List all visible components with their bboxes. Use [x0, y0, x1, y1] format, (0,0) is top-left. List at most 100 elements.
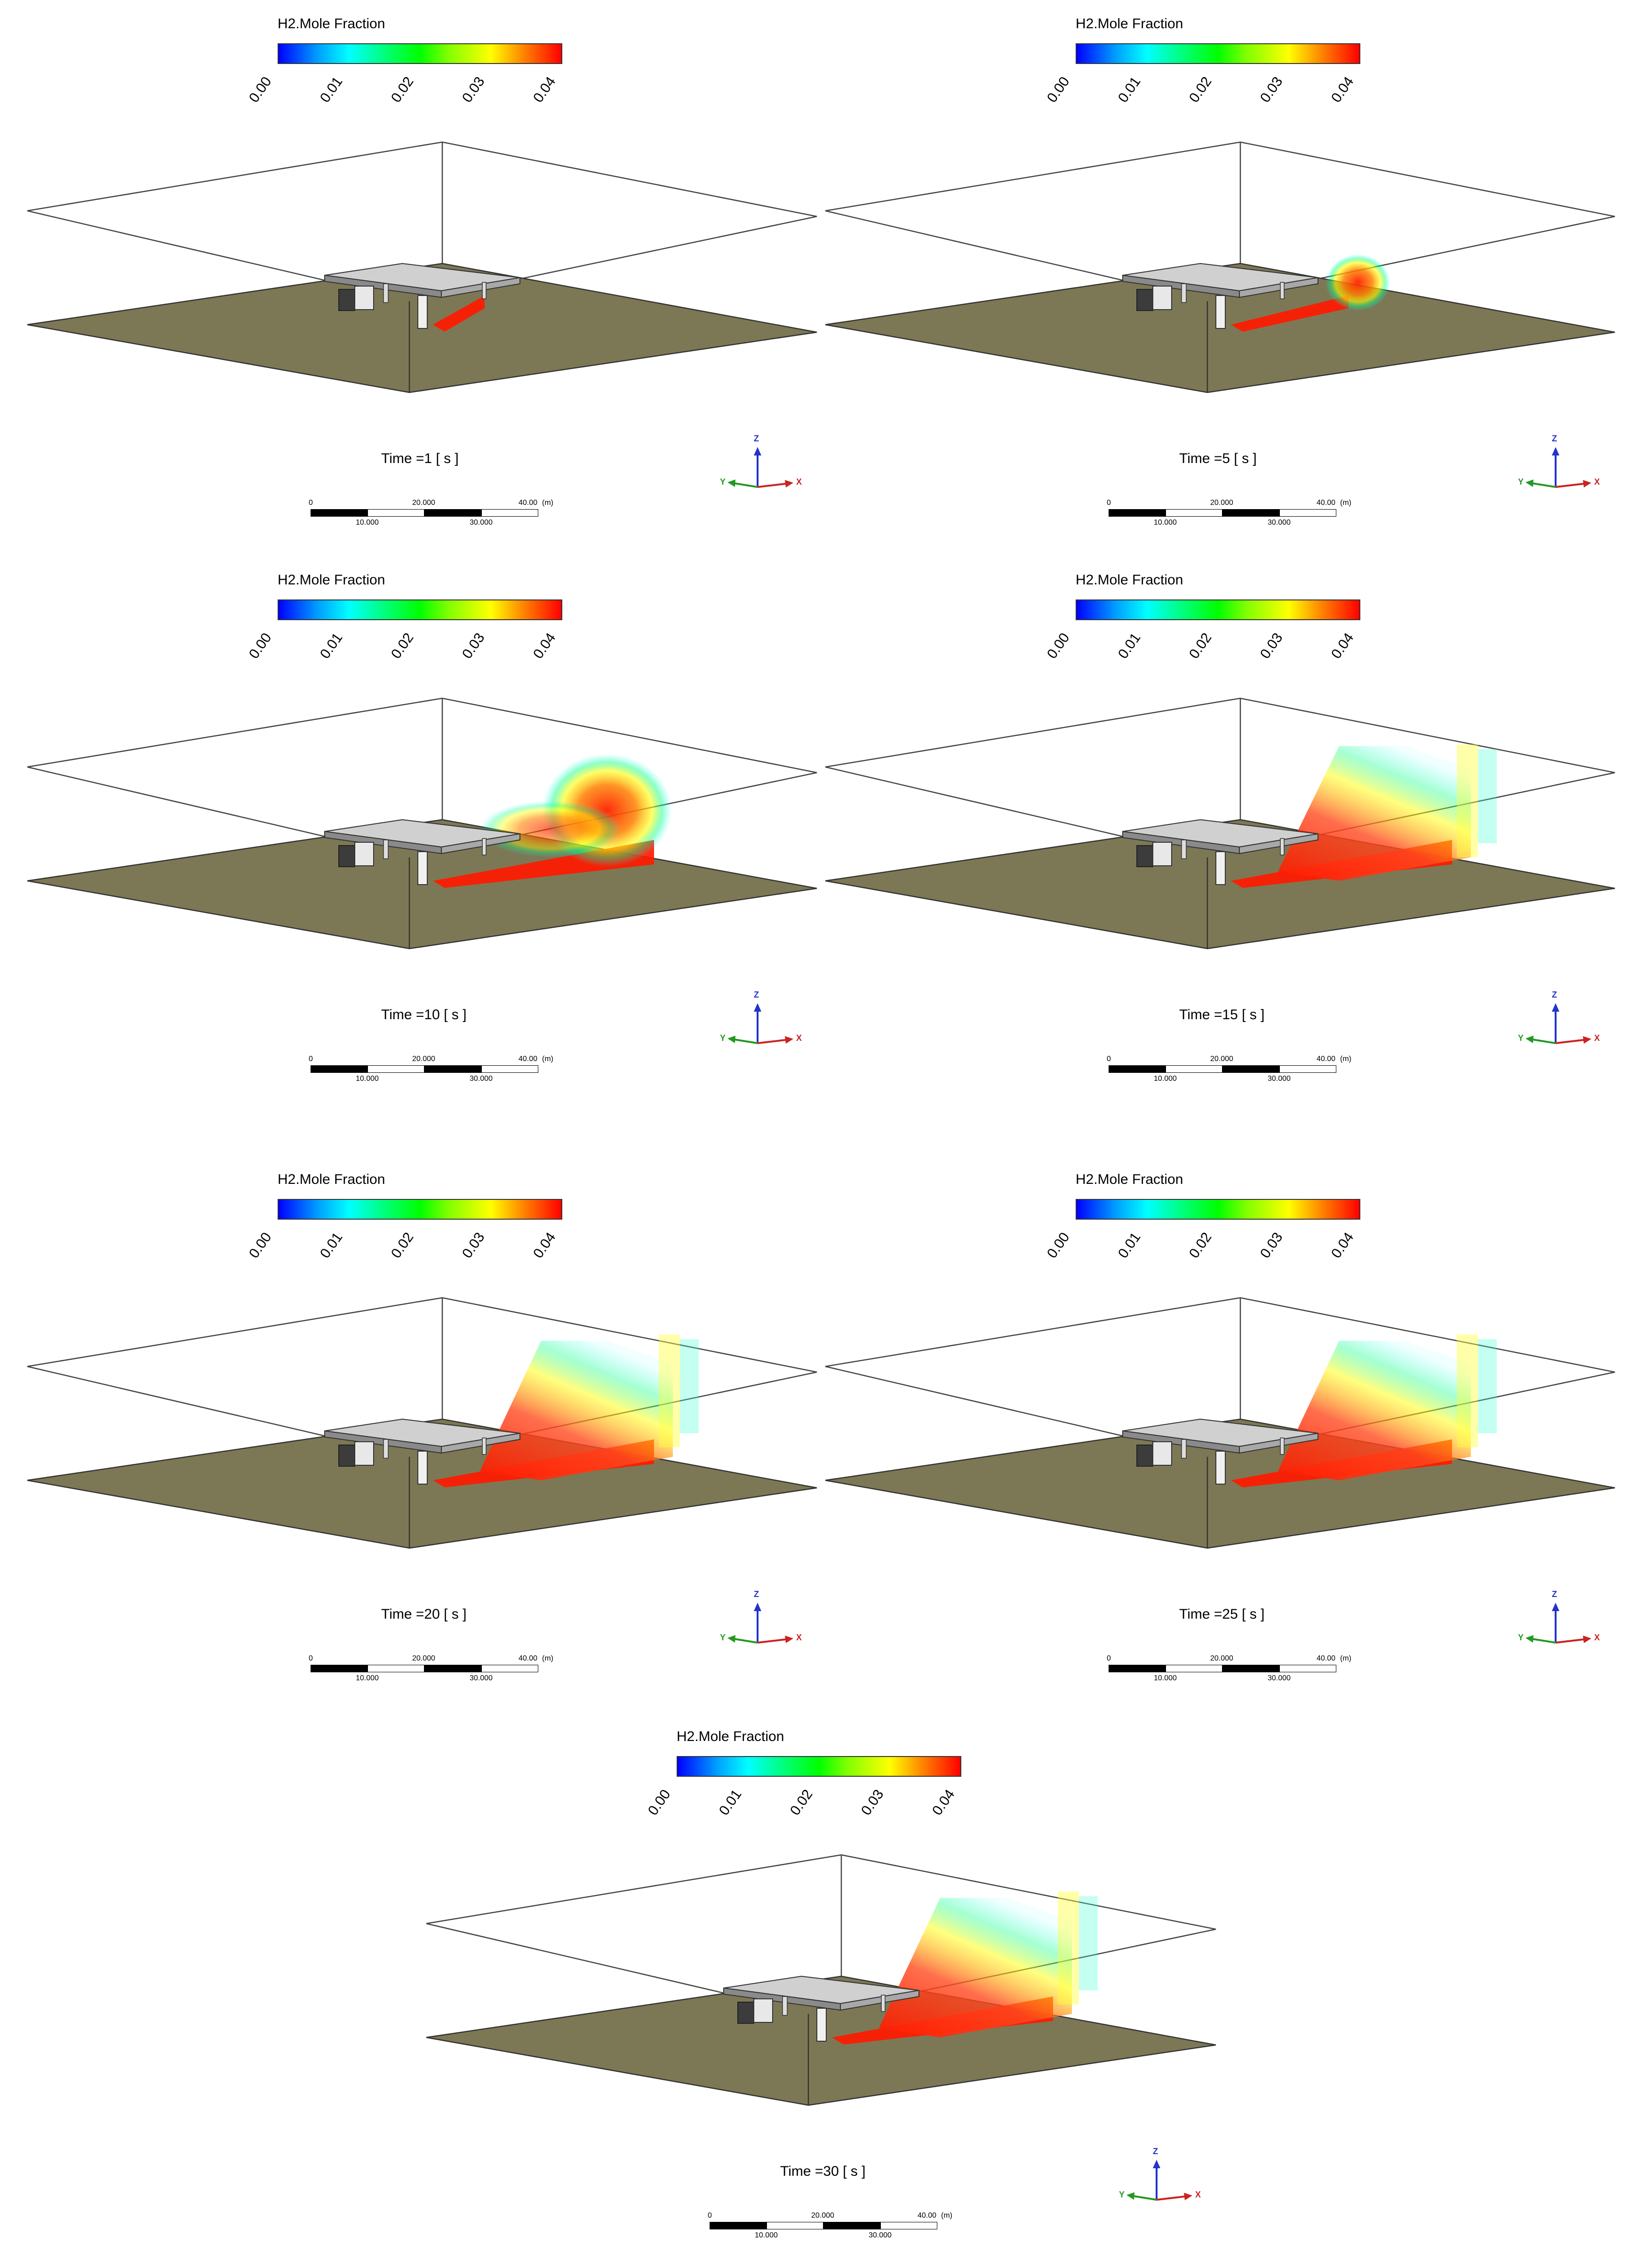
scale-label: 10.000: [755, 2231, 778, 2239]
triad-x-label: X: [1594, 1633, 1600, 1642]
simulation-panel: H2.Mole Fraction 0.00 0.01 0.02 0.03 0.0…: [798, 556, 1621, 1111]
plume-cloud-trail: [480, 801, 621, 857]
triad-x-label: X: [796, 1633, 802, 1642]
triad-x-label: X: [1594, 477, 1600, 487]
station-canopy: [1122, 819, 1318, 885]
triad-y-label: Y: [1518, 477, 1524, 487]
time-label: Time =10 [ s ]: [381, 1007, 467, 1022]
axis-triad: [727, 1003, 793, 1044]
scale-label: 20.000: [412, 1055, 435, 1063]
scale-label: 0: [1107, 499, 1111, 507]
triad-z-label: Z: [1153, 2147, 1158, 2156]
axis-triad: [727, 447, 793, 488]
plume-slice: [1478, 749, 1497, 843]
scale-bar: [311, 1665, 538, 1672]
simulation-panel: H2.Mole Fraction 0.00 0.01 0.02 0.03 0.0…: [798, 1156, 1621, 1711]
triad-z-label: Z: [754, 1589, 759, 1599]
colorbar-title: H2.Mole Fraction: [278, 1172, 385, 1187]
scale-label: 10.000: [356, 1674, 379, 1682]
station-canopy: [723, 1975, 919, 2042]
scale-bar: [710, 2222, 937, 2229]
scale-bar: [1109, 509, 1336, 517]
colorbar-gradient: [278, 43, 562, 64]
scale-label: 10.000: [356, 1075, 379, 1083]
domain-top-outline: [825, 1297, 1615, 1458]
plume-cloud: [1326, 254, 1390, 311]
hydrogen-plume: [1231, 1334, 1497, 1487]
scale-label: 40.00: [519, 499, 538, 507]
plume-ground-sheet: [1231, 295, 1349, 332]
simulation-panel: H2.Mole Fraction 0.00 0.01 0.02 0.03 0.0…: [798, 0, 1621, 555]
triad-y-label: Y: [1518, 1033, 1524, 1043]
scene-view: [27, 141, 817, 488]
scale-label: 40.00: [519, 1055, 538, 1063]
scale-label: 0: [309, 1654, 313, 1662]
hydrogen-plume: [1231, 744, 1497, 888]
scale-label: 10.000: [1154, 1075, 1177, 1083]
colorbar-title: H2.Mole Fraction: [278, 16, 385, 32]
triad-y-label: Y: [720, 1633, 726, 1642]
scale-label: (m): [1340, 499, 1351, 507]
colorbar-title: H2.Mole Fraction: [677, 1729, 784, 1744]
plume-vertical-sheet: [879, 1898, 1072, 2037]
scale-label: 20.000: [1210, 1654, 1233, 1662]
colorbar-gradient: [677, 1756, 961, 1777]
scale-bar: [311, 509, 538, 517]
plume-slice: [680, 1339, 699, 1433]
scale-label: 40.00: [1317, 1055, 1336, 1063]
triad-x-label: X: [1195, 2190, 1201, 2199]
scale-label: 30.000: [470, 1075, 493, 1083]
scale-label: 10.000: [1154, 519, 1177, 527]
domain-top-outline: [27, 697, 817, 858]
station-canopy: [324, 263, 520, 329]
axis-triad: [1525, 1003, 1591, 1044]
plume-vertical-sheet: [1278, 746, 1471, 881]
scale-bar: [311, 1065, 538, 1073]
colorbar-gradient: [278, 1199, 562, 1220]
scale-label: 20.000: [1210, 499, 1233, 507]
colorbar-title: H2.Mole Fraction: [1076, 16, 1183, 32]
scale-label: 10.000: [356, 519, 379, 527]
station-canopy: [324, 1418, 520, 1485]
triad-x-label: X: [796, 1033, 802, 1043]
time-label: Time =5 [ s ]: [1179, 451, 1257, 466]
plume-vertical-sheet: [1278, 1341, 1471, 1480]
colorbar-gradient: [278, 599, 562, 620]
scale-label: 30.000: [869, 2231, 892, 2239]
plume-slice: [1457, 1334, 1478, 1447]
scene-view: [825, 697, 1615, 1044]
axis-triad: [727, 1603, 793, 1644]
plume-slice: [659, 1334, 680, 1447]
scale-label: (m): [1340, 1055, 1351, 1063]
scale-label: 40.00: [918, 2212, 937, 2220]
scale-label: 0: [708, 2212, 712, 2220]
plume-slice: [1058, 1892, 1079, 2004]
domain-top-outline: [27, 1297, 817, 1458]
scale-label: 30.000: [1268, 519, 1291, 527]
scene-view: [825, 1297, 1615, 1644]
scale-bar: [1109, 1065, 1336, 1073]
triad-y-label: Y: [720, 1033, 726, 1043]
triad-x-label: X: [796, 477, 802, 487]
domain-top-outline: [426, 1854, 1216, 2015]
scale-label: 0: [309, 1055, 313, 1063]
station-canopy: [1122, 1418, 1318, 1485]
scene-view: [27, 697, 817, 1044]
scale-label: 30.000: [470, 1674, 493, 1682]
time-label: Time =25 [ s ]: [1179, 1606, 1265, 1622]
scale-label: 0: [1107, 1654, 1111, 1662]
plume-slice: [1079, 1896, 1098, 1990]
scale-label: 30.000: [470, 519, 493, 527]
scale-label: 40.00: [519, 1654, 538, 1662]
domain-top-outline: [825, 141, 1615, 302]
axis-triad: [1126, 2160, 1192, 2201]
hydrogen-plume: [433, 754, 672, 888]
plume-vertical-sheet: [480, 1341, 673, 1480]
domain-top-outline: [27, 141, 817, 302]
triad-z-label: Z: [1552, 434, 1557, 443]
scale-label: (m): [941, 2212, 952, 2220]
colorbar-gradient: [1076, 599, 1360, 620]
scale-label: (m): [542, 499, 553, 507]
scene-view: [825, 141, 1615, 488]
station-canopy: [1122, 263, 1318, 329]
